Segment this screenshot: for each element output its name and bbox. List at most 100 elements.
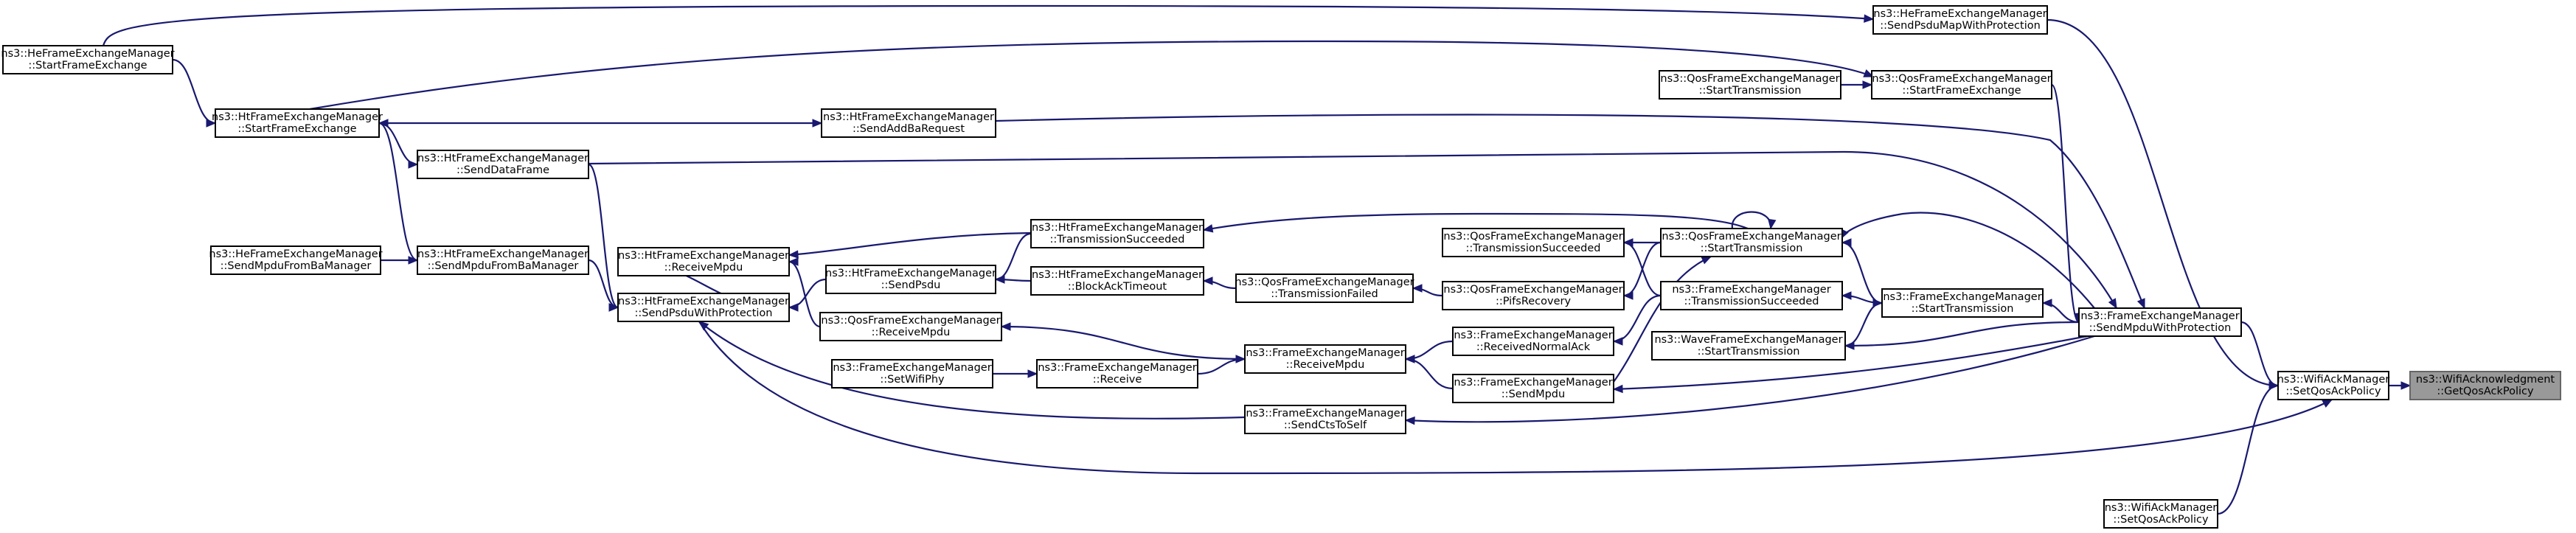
graph-node-n9[interactable]: ns3::HtFrameExchangeManager::StartFrameE… xyxy=(212,108,383,138)
edge-arrowhead xyxy=(1841,291,1852,300)
edges-layer xyxy=(102,4,2412,515)
graph-node-n6[interactable]: ns3::HeFrameExchangeManager::StartFrameE… xyxy=(1,45,175,74)
node-box xyxy=(1030,219,1204,248)
edge-arrowhead xyxy=(1701,256,1712,265)
node-label-1: ns3::HtFrameExchangeManager xyxy=(417,153,589,164)
edge-n9-n10 xyxy=(379,119,823,128)
edge-n27-n23 xyxy=(1404,340,1454,363)
graph-node-n3[interactable]: ns3::FrameExchangeManager::SendMpduWithP… xyxy=(2078,307,2242,337)
node-box xyxy=(1871,70,2052,100)
graph-node-n21[interactable]: ns3::FrameExchangeManager::Receive xyxy=(1036,359,1198,389)
node-label-2: ::SendPsduWithProtection xyxy=(634,307,772,319)
edge-n4-n2 xyxy=(2217,381,2280,515)
edge-arrowhead xyxy=(2400,381,2412,390)
graph-node-n1[interactable]: ns3::WifiAcknowledgment::GetQosAckPolicy xyxy=(2409,371,2561,400)
node-label-2: ::TransmissionSucceeded xyxy=(1466,243,1601,254)
graph-node-n31[interactable]: ns3::WaveFrameExchangeManager::StartTran… xyxy=(1651,331,1846,360)
graph-node-n14[interactable]: ns3::HtFrameExchangeManager::ReceiveMpdu xyxy=(617,247,790,276)
node-label-2: ::ReceiveMpdu xyxy=(664,262,743,274)
edge-arrowhead xyxy=(1622,291,1634,300)
node-box xyxy=(831,359,993,389)
edge-line xyxy=(1405,358,1454,390)
graph-node-n30[interactable]: ns3::FrameExchangeManager::TransmissionS… xyxy=(1660,281,1843,310)
node-box xyxy=(210,245,381,275)
edge-n19-n14 xyxy=(788,257,821,328)
edge-n9-n7 xyxy=(309,40,1875,111)
node-label-2: ::TransmissionFailed xyxy=(1271,288,1378,300)
graph-node-n27[interactable]: ns3::FrameExchangeManager::ReceivedNorma… xyxy=(1452,327,1614,356)
graph-node-n12[interactable]: ns3::HeFrameExchangeManager::SendMpduFro… xyxy=(209,245,383,275)
node-label-2: ::TransmissionSucceeded xyxy=(1050,234,1185,245)
node-label-1: ns3::QosFrameExchangeManager xyxy=(821,315,1000,327)
graph-node-n22[interactable]: ns3::QosFrameExchangeManager::Transmissi… xyxy=(1235,274,1414,303)
graph-node-n18[interactable]: ns3::HtFrameExchangeManager::BlockAckTim… xyxy=(1030,266,1204,296)
graph-node-n16[interactable]: ns3::HtFrameExchangeManager::Transmissio… xyxy=(1030,219,1204,248)
edge-arrowhead xyxy=(1844,341,1855,350)
node-box xyxy=(617,247,790,276)
node-label-2: ::StartTransmission xyxy=(1912,303,2014,315)
edge-arrowhead xyxy=(1864,14,1875,23)
graph-node-n7[interactable]: ns3::QosFrameExchangeManager::StartFrame… xyxy=(1871,70,2052,100)
graph-node-n24[interactable]: ns3::FrameExchangeManager::SendCtsToSelf xyxy=(1244,405,1406,434)
node-label-1: ns3::HtFrameExchangeManager xyxy=(618,296,789,307)
edge-n11-n15 xyxy=(588,163,619,312)
edge-n3-n24 xyxy=(1404,335,2095,425)
graph-node-n5[interactable]: ns3::HeFrameExchangeManager::SendPsduMap… xyxy=(1872,5,2048,35)
node-box xyxy=(215,108,380,138)
edge-n3-n31 xyxy=(1844,321,2080,350)
graph-node-n25[interactable]: ns3::QosFrameExchangeManager::Transmissi… xyxy=(1442,228,1625,257)
edge-arrowhead xyxy=(1412,284,1423,293)
node-label-2: ::SetQosAckPolicy xyxy=(2113,514,2209,526)
node-label-2: ::SetQosAckPolicy xyxy=(2285,386,2381,397)
graph-node-n29[interactable]: ns3::QosFrameExchangeManager::StartTrans… xyxy=(1660,228,1843,257)
node-box xyxy=(417,245,589,275)
graph-node-n26[interactable]: ns3::QosFrameExchangeManager::PifsRecove… xyxy=(1442,281,1625,310)
graph-node-n4[interactable]: ns3::WifiAckManager::SetQosAckPolicy xyxy=(2103,499,2218,529)
node-box xyxy=(1244,344,1406,374)
edge-arrowhead xyxy=(788,250,799,259)
graph-node-n19[interactable]: ns3::QosFrameExchangeManager::ReceiveMpd… xyxy=(819,312,1002,341)
node-label-2: ::TransmissionSucceeded xyxy=(1684,296,1819,307)
node-label-1: ns3::QosFrameExchangeManager xyxy=(1443,284,1622,296)
graph-node-n17[interactable]: ns3::HtFrameExchangeManager::SendPsdu xyxy=(825,265,996,294)
graph-node-n20[interactable]: ns3::FrameExchangeManager::SetWifiPhy xyxy=(831,359,993,389)
graph-node-n28[interactable]: ns3::FrameExchangeManager::SendMpdu xyxy=(1452,374,1614,403)
graph-node-n15[interactable]: ns3::HtFrameExchangeManager::SendPsduWit… xyxy=(617,293,790,322)
graph-node-n11[interactable]: ns3::HtFrameExchangeManager::SendDataFra… xyxy=(417,150,589,179)
edge-arrowhead xyxy=(408,256,419,265)
node-box xyxy=(1660,281,1843,310)
edge-line xyxy=(1844,302,1883,347)
graph-node-n32[interactable]: ns3::FrameExchangeManager::StartTransmis… xyxy=(1881,288,2044,318)
node-label-2: ::StartTransmission xyxy=(1698,346,1800,358)
graph-node-n10[interactable]: ns3::HtFrameExchangeManager::SendAddBaRe… xyxy=(821,108,996,138)
node-label-2: ::ReceiveMpdu xyxy=(1286,359,1365,371)
edge-n2-n1 xyxy=(2388,381,2412,390)
edge-n3-n28 xyxy=(1612,335,2088,394)
node-label-1: ns3::HtFrameExchangeManager xyxy=(618,250,789,262)
edge-arrowhead xyxy=(2108,298,2117,310)
node-label-2: ::SendCtsToSelf xyxy=(1284,419,1367,431)
edge-arrowhead xyxy=(408,160,419,169)
edge-arrowhead xyxy=(1612,337,1623,346)
edge-line xyxy=(309,40,1874,111)
edge-line xyxy=(995,232,1032,281)
node-label-2: ::StartTransmission xyxy=(1699,85,1802,97)
graph-node-n23[interactable]: ns3::FrameExchangeManager::ReceiveMpdu xyxy=(1244,344,1406,374)
node-label-1: ns3::HtFrameExchangeManager xyxy=(1032,222,1203,234)
edge-arrowhead xyxy=(2041,299,2052,307)
edge-line xyxy=(102,4,1874,46)
edge-line xyxy=(788,260,821,328)
node-box xyxy=(825,265,996,294)
node-label-1: ns3::FrameExchangeManager xyxy=(1883,291,2041,303)
node-label-1: ns3::WifiAckManager xyxy=(2277,374,2390,386)
graph-node-n2[interactable]: ns3::WifiAckManager::SetQosAckPolicy xyxy=(2277,371,2390,400)
node-label-1: ns3::WaveFrameExchangeManager xyxy=(1654,334,1842,346)
edge-n28-n29 xyxy=(1613,255,1712,383)
graph-node-n8[interactable]: ns3::QosFrameExchangeManager::StartTrans… xyxy=(1659,70,1841,100)
node-box xyxy=(2,45,173,74)
node-label-2: ::StartFrameExchange xyxy=(1902,85,2021,97)
graph-node-n13[interactable]: ns3::HtFrameExchangeManager::SendMpduFro… xyxy=(417,245,589,275)
edge-line xyxy=(1840,212,2095,309)
node-box xyxy=(819,312,1002,341)
edge-n26-n22 xyxy=(1412,284,1443,297)
